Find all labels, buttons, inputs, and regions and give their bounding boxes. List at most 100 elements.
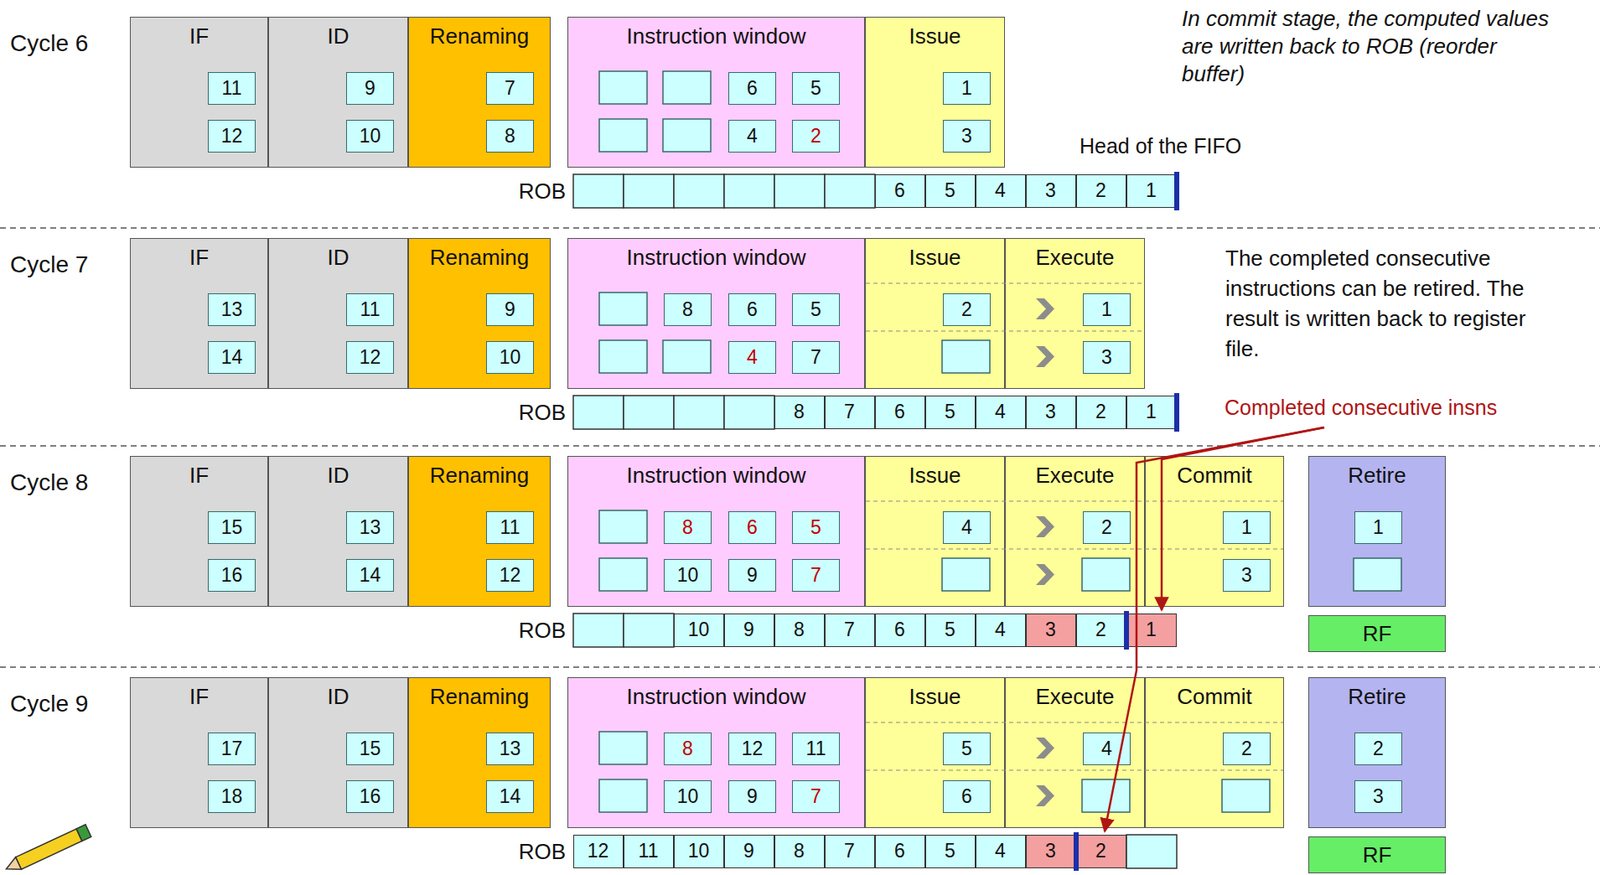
reorder-buffer: ROB654321 <box>573 174 1177 208</box>
instruction-slot: 10 <box>663 780 712 813</box>
rob-entry: 3 <box>1025 613 1077 648</box>
instruction-slot: 6 <box>728 293 777 327</box>
instruction-slot: 2 <box>1082 511 1131 544</box>
instruction-slot: 2 <box>1222 732 1271 766</box>
rob-entry-number: 5 <box>944 400 956 424</box>
rob-entry-number: 6 <box>894 839 906 863</box>
instruction-slot: 1 <box>1222 511 1271 544</box>
pipeline-stage: ID1314 <box>268 455 409 607</box>
rob-entry-number: 7 <box>844 400 855 424</box>
rob-entry-number: 2 <box>1095 400 1107 424</box>
instruction-number: 12 <box>359 346 382 369</box>
instruction-number: 9 <box>364 77 376 100</box>
pipeline-stage: Issue13 <box>864 16 1005 168</box>
instruction-slot: 13 <box>346 511 394 544</box>
register-file: RF <box>1308 836 1446 874</box>
stage-name: Issue <box>865 238 1005 271</box>
instruction-number: 12 <box>741 737 764 761</box>
instruction-number: 8 <box>682 737 694 761</box>
pointer-note: Head of the FIFO <box>1079 134 1242 159</box>
instruction-slot: 12 <box>486 559 534 592</box>
register-file-label: RF <box>1362 621 1393 648</box>
instruction-number: 8 <box>504 124 516 148</box>
instruction-slot: 9 <box>486 293 534 327</box>
rob-entry-number: 1 <box>1145 400 1157 424</box>
rob-entry: 9 <box>724 834 775 869</box>
pipeline-stage: Instruction window6542 <box>567 16 865 168</box>
instruction-slot: 11 <box>792 732 840 766</box>
rob-entry-number: 2 <box>1095 179 1107 202</box>
rob-entry: 3 <box>1025 174 1077 208</box>
instruction-slot: 9 <box>346 72 394 105</box>
pipeline-stage: Renaming78 <box>408 16 551 168</box>
instruction-slot: 8 <box>663 732 712 766</box>
rob-entry: 5 <box>925 395 976 430</box>
instruction-slot: 12 <box>728 732 777 766</box>
rob-entry: 5 <box>925 834 976 869</box>
instruction-number: 4 <box>961 516 973 539</box>
instruction-slot: 14 <box>207 341 256 374</box>
rob-entry: 4 <box>975 174 1026 208</box>
instruction-slot: 12 <box>346 341 394 374</box>
instruction-slot: 6 <box>728 511 777 544</box>
instruction-slot: 7 <box>486 72 534 105</box>
instruction-number: 10 <box>677 564 700 587</box>
instruction-number: 7 <box>810 346 822 369</box>
pipeline-stage: IF1718 <box>129 677 269 829</box>
instruction-slot: 5 <box>792 293 840 327</box>
pipeline-stage: Issue56 <box>864 677 1005 829</box>
instruction-slot: 7 <box>792 341 840 374</box>
instruction-slot: 10 <box>663 559 712 592</box>
instruction-number: 1 <box>1372 516 1384 539</box>
rob-entry-number: 6 <box>894 400 906 424</box>
instruction-number: 13 <box>499 737 522 761</box>
stage-name: ID <box>269 17 408 50</box>
reorder-buffer: ROB10987654321 <box>573 613 1177 648</box>
instruction-number: 3 <box>961 124 973 148</box>
rob-entry: 2 <box>1076 613 1127 648</box>
rob-entry-number: 4 <box>994 400 1006 424</box>
instruction-number: 3 <box>1241 564 1253 587</box>
instruction-number: 17 <box>221 737 244 761</box>
pencil-tip <box>3 857 21 875</box>
instruction-number: 9 <box>746 785 758 808</box>
instruction-slot: 1 <box>1354 511 1403 544</box>
instruction-slot: 10 <box>486 341 534 374</box>
instruction-slot: 18 <box>207 780 256 813</box>
rob-entry-number: 10 <box>688 618 710 642</box>
pipeline-stage: Renaming1314 <box>408 677 551 829</box>
instruction-slot: 17 <box>207 732 256 766</box>
pipeline-stage: Commit 1 3 <box>1144 455 1285 607</box>
instruction-slot: 7 <box>792 780 840 813</box>
pipeline-stage: Execute2 <box>1004 455 1145 607</box>
instruction-number: 12 <box>499 564 522 587</box>
pipeline-stage: ID910 <box>268 16 409 168</box>
instruction-slot: 11 <box>486 511 534 544</box>
instruction-number: 16 <box>359 785 382 808</box>
rob-entry: 6 <box>875 395 926 430</box>
rob-entry: 4 <box>975 613 1026 648</box>
instruction-slot: 6 <box>728 72 777 105</box>
instruction-slot: 3 <box>942 119 991 153</box>
callout-label: Completed consecutive insns <box>1224 395 1497 420</box>
stage-name: ID <box>269 456 408 489</box>
rob-entry: 11 <box>623 834 674 869</box>
rob-entry: 6 <box>875 174 926 208</box>
instruction-number: 5 <box>810 516 822 539</box>
stage-name: IF <box>130 238 268 271</box>
instruction-number: 8 <box>682 298 694 322</box>
pipeline-stage: Instruction window86547 <box>567 238 865 389</box>
instruction-slot: 5 <box>792 72 840 105</box>
pipeline-stage: IF1112 <box>129 16 269 168</box>
pipeline-stage: IF1314 <box>129 238 269 389</box>
stage-name: Execute <box>1005 678 1145 710</box>
rob-entry-number: 9 <box>743 839 755 863</box>
stage-name: Commit <box>1145 456 1284 489</box>
instruction-number: 7 <box>810 564 822 587</box>
stage-name: Issue <box>865 17 1005 50</box>
instruction-slot: 8 <box>663 511 712 544</box>
cycle-separator <box>0 227 1600 229</box>
instruction-slot: 15 <box>346 732 394 766</box>
instruction-number: 7 <box>810 785 822 808</box>
